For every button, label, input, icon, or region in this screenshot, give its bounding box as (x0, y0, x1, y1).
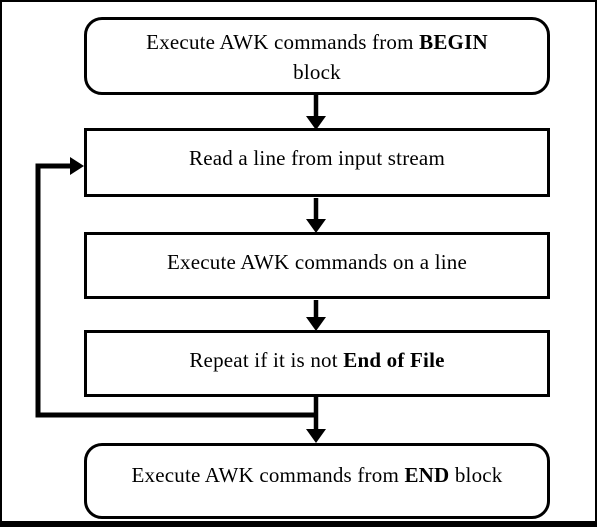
node-repeat-eof: Repeat if it is not End of File (84, 330, 550, 397)
node-execute-line: Execute AWK commands on a line (84, 232, 550, 299)
node-exec-text: Execute AWK commands on a line (167, 250, 467, 274)
node-repeat-text: Repeat if it is not End of File (189, 348, 445, 372)
node-end-block: Execute AWK commands from END block (84, 443, 550, 519)
node-read-text: Read a line from input stream (189, 146, 445, 170)
node-end-text: Execute AWK commands from END block (131, 463, 503, 487)
node-read-line: Read a line from input stream (84, 128, 550, 197)
